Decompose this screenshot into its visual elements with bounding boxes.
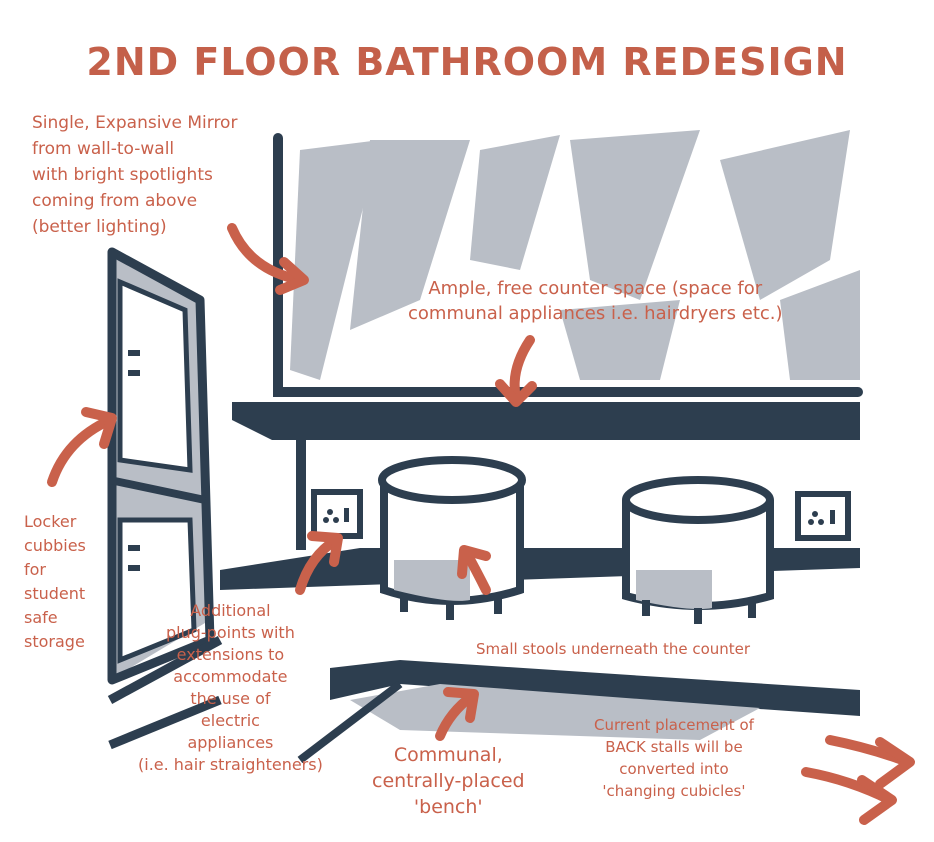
stall-annotation: Current placement of BACK stalls will be… — [594, 714, 754, 802]
page-title: 2ND FLOOR BATHROOM REDESIGN — [0, 40, 934, 84]
annotation-line: Current placement of — [594, 714, 754, 736]
annotation-line: plug-points with — [138, 622, 323, 644]
annotation-line: Locker — [24, 510, 86, 534]
annotation-line: 'bench' — [372, 794, 525, 820]
annotation-line: student — [24, 582, 86, 606]
annotation-line: Ample, free counter space (space for — [408, 276, 783, 301]
annotation-line: with bright spotlights — [32, 162, 237, 188]
annotation-line: extensions to — [138, 644, 323, 666]
annotation-line: the use of — [138, 688, 323, 710]
plug-annotation: Additional plug-points with extensions t… — [138, 600, 323, 776]
annotation-line: for — [24, 558, 86, 582]
annotation-line: accommodate — [138, 666, 323, 688]
plug-socket-right — [798, 494, 848, 538]
counter-support — [296, 440, 306, 550]
annotation-line: from wall-to-wall — [32, 136, 237, 162]
counter-annotation: Ample, free counter space (space for com… — [408, 276, 783, 326]
annotation-line: Single, Expansive Mirror — [32, 110, 237, 136]
annotation-line: (better lighting) — [32, 214, 237, 240]
plug-socket-left — [314, 492, 360, 536]
mirror-shading — [290, 130, 860, 380]
arrow-lockers — [52, 420, 110, 482]
annotation-line: coming from above — [32, 188, 237, 214]
annotation-line: (i.e. hair straighteners) — [138, 754, 323, 776]
annotation-line: converted into — [594, 758, 754, 780]
annotation-line: Communal, — [372, 742, 525, 768]
stool-right — [626, 480, 770, 624]
annotation-line: centrally-placed — [372, 768, 525, 794]
bench-annotation: Communal, centrally-placed 'bench' — [372, 742, 525, 820]
annotation-line: appliances — [138, 732, 323, 754]
annotation-line: Additional — [138, 600, 323, 622]
annotation-line: cubbies — [24, 534, 86, 558]
stool-annotation: Small stools underneath the counter — [476, 640, 750, 658]
annotation-line: storage — [24, 630, 86, 654]
annotation-line: communal appliances i.e. hairdryers etc.… — [408, 301, 783, 326]
annotation-line: 'changing cubicles' — [594, 780, 754, 802]
annotation-line: BACK stalls will be — [594, 736, 754, 758]
locker-annotation: Locker cubbies for student safe storage — [24, 510, 86, 654]
counter-top — [232, 402, 860, 440]
stool-left — [382, 460, 522, 620]
annotation-line: electric — [138, 710, 323, 732]
mirror-annotation: Single, Expansive Mirror from wall-to-wa… — [32, 110, 237, 240]
annotation-line: safe — [24, 606, 86, 630]
